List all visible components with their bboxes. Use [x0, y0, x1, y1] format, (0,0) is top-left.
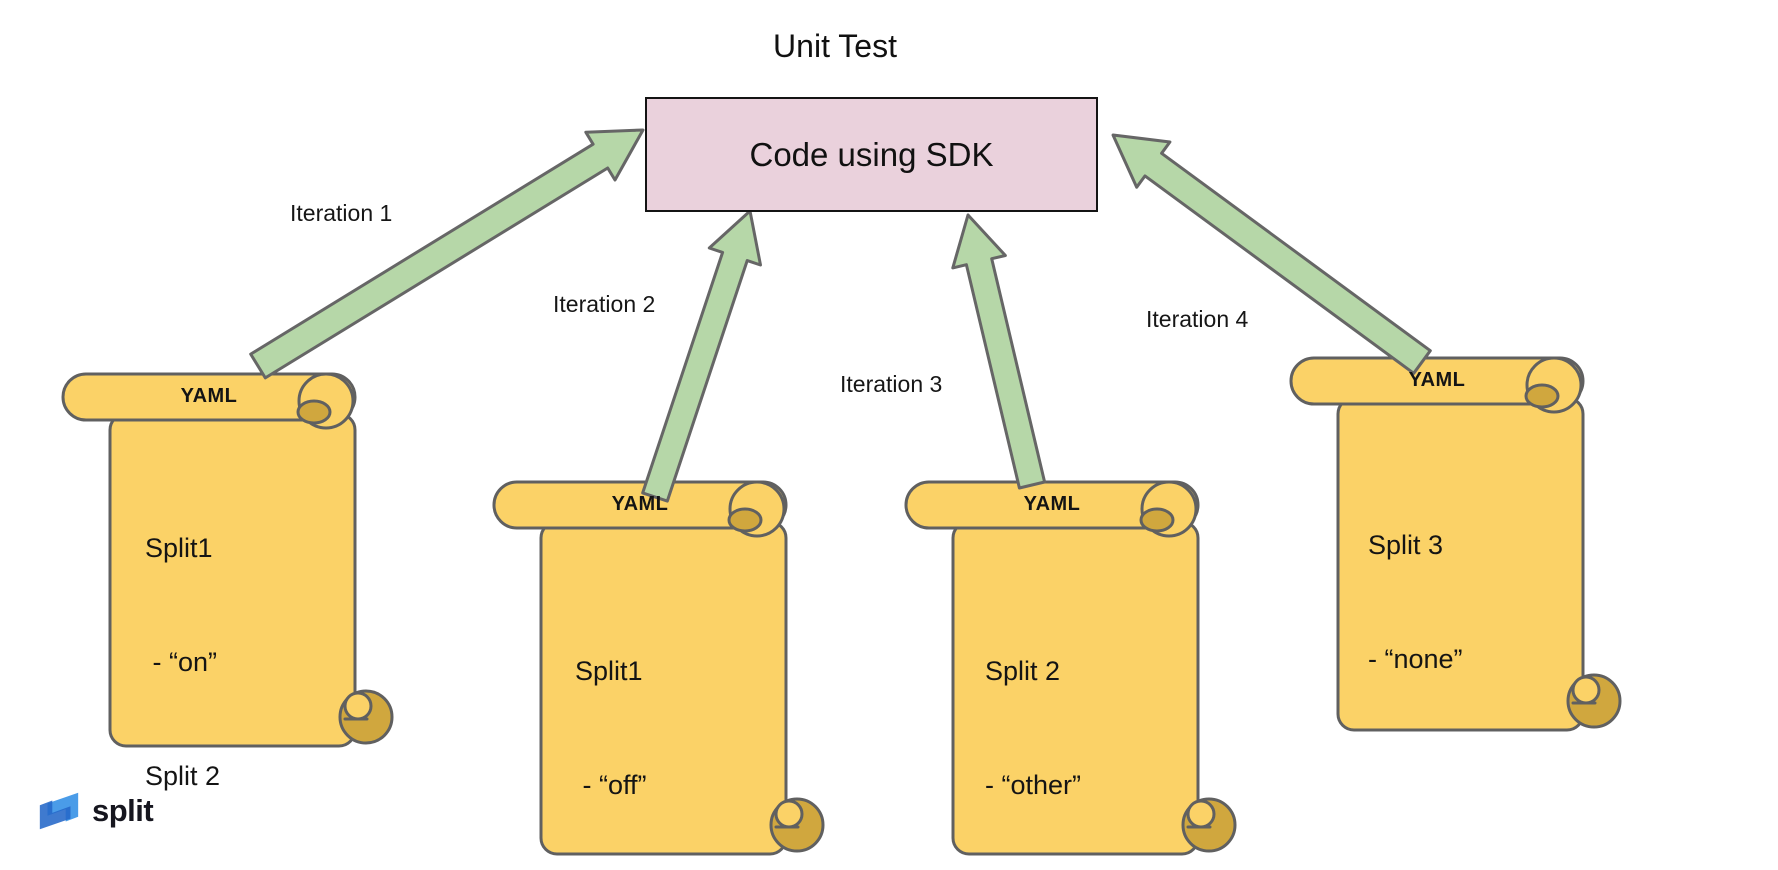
yaml-scroll-4-header: YAML [1408, 369, 1466, 391]
yaml-line: Split 2 [145, 761, 221, 791]
split-logo-icon [39, 792, 79, 830]
yaml-line: Split 2 [985, 656, 1061, 686]
iteration-1-label: Iteration 1 [290, 200, 393, 226]
iteration-2-label: Iteration 2 [553, 291, 656, 317]
iteration-3-arrow [951, 213, 1047, 490]
iteration-4-label: Iteration 4 [1146, 306, 1249, 332]
code-using-sdk-box: Code using SDK [645, 97, 1098, 212]
yaml-scroll-1-content: Split1 - “on” Split 2 - “on” Split 3 - “… [145, 453, 231, 870]
yaml-scroll-1-header: YAML [180, 385, 238, 407]
split-logo: split [36, 784, 154, 838]
yaml-line: - “none” [1368, 644, 1463, 674]
page-title: Unit Test [773, 28, 897, 64]
iteration-2-arrow [641, 209, 762, 503]
yaml-line: - “off” [575, 770, 647, 800]
iteration-4-arrow [1111, 133, 1432, 375]
yaml-scroll-4-content: Split 3 - “none” [1368, 450, 1463, 754]
yaml-scroll-2-header: YAML [611, 493, 669, 515]
yaml-line: Split1 [575, 656, 643, 686]
iteration-1-arrow [249, 128, 645, 380]
code-using-sdk-label: Code using SDK [749, 135, 994, 173]
yaml-line: - “on” [145, 647, 218, 677]
iteration-3-label: Iteration 3 [840, 371, 943, 397]
yaml-line: - “other” [985, 770, 1082, 800]
yaml-scroll-3-header: YAML [1023, 493, 1081, 515]
yaml-line: Split 3 [1368, 530, 1444, 560]
split-logo-text: split [92, 793, 154, 828]
yaml-scroll-2-content: Split1 - “off” Split 2 - “off” Split 3 -… [575, 576, 706, 870]
yaml-line: Split1 [145, 533, 213, 563]
yaml-scroll-3-content: Split 2 - “other” Split 3 - “low” [985, 576, 1081, 870]
